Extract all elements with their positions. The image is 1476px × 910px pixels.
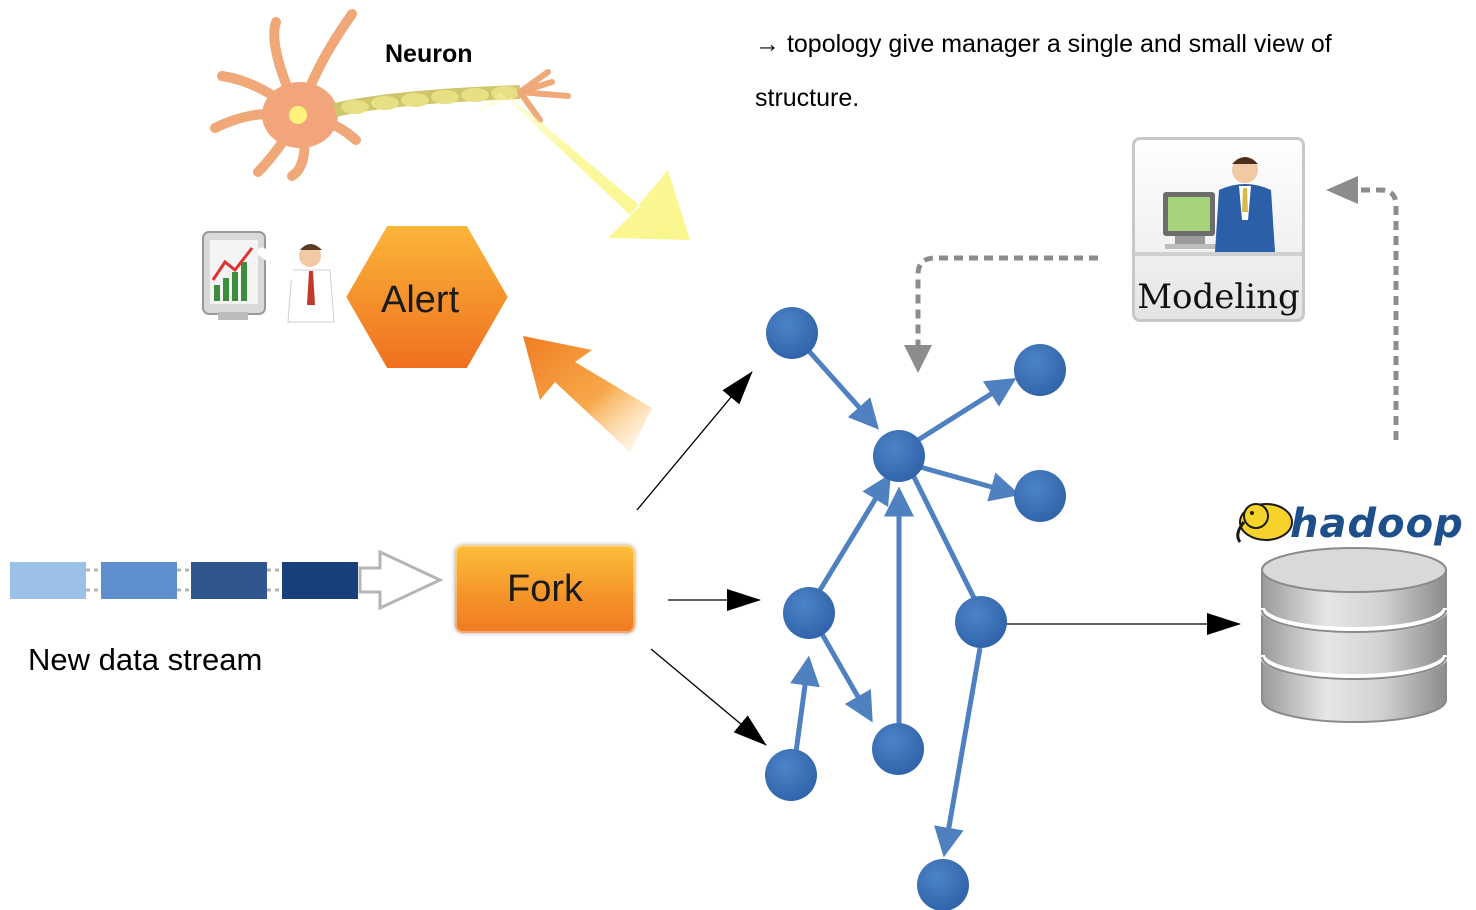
hadoop-wordmark: hadoop (1290, 501, 1464, 547)
neuron-beam-arrow (478, 92, 690, 240)
fork-output-arrows (636, 371, 767, 746)
alert-hexagon (341, 222, 513, 372)
hadoop-elephant-icon (1236, 503, 1293, 543)
fork-box: Fork (455, 545, 635, 633)
topology-note-line1: → topology give manager a single and sma… (755, 30, 1332, 58)
topology-node (765, 749, 817, 801)
modeling-card: Modeling (1132, 137, 1305, 322)
topology-note-line2: structure. (755, 84, 860, 112)
topology-node (766, 307, 818, 359)
neuron-label: Neuron (385, 40, 473, 68)
modeling-label: Modeling (1137, 277, 1300, 317)
alert-label: Alert (381, 279, 460, 321)
modeling-to-topology-arrowhead (904, 345, 932, 373)
database-icon (1259, 547, 1449, 723)
topology-node (917, 859, 969, 910)
topology-node (783, 587, 835, 639)
topology-node (872, 723, 924, 775)
topology-node (873, 430, 925, 482)
alert-beam-arrow (523, 336, 652, 452)
fork-label: Fork (507, 567, 583, 610)
topology-nodes (765, 307, 1066, 910)
topology-node (955, 596, 1007, 648)
neuron-icon (210, 9, 571, 181)
presenter-chart-icon (202, 231, 335, 323)
manager-computer-icon (1135, 157, 1302, 256)
data-stream-blocks (10, 549, 444, 611)
new-data-stream-label: New data stream (28, 642, 263, 677)
modeling-feedback-arrows (915, 187, 1399, 440)
hadoop-to-modeling-arrowhead (1326, 176, 1358, 204)
topology-node (1014, 470, 1066, 522)
topology-node (1014, 344, 1066, 396)
topology-edges (790, 348, 1021, 858)
